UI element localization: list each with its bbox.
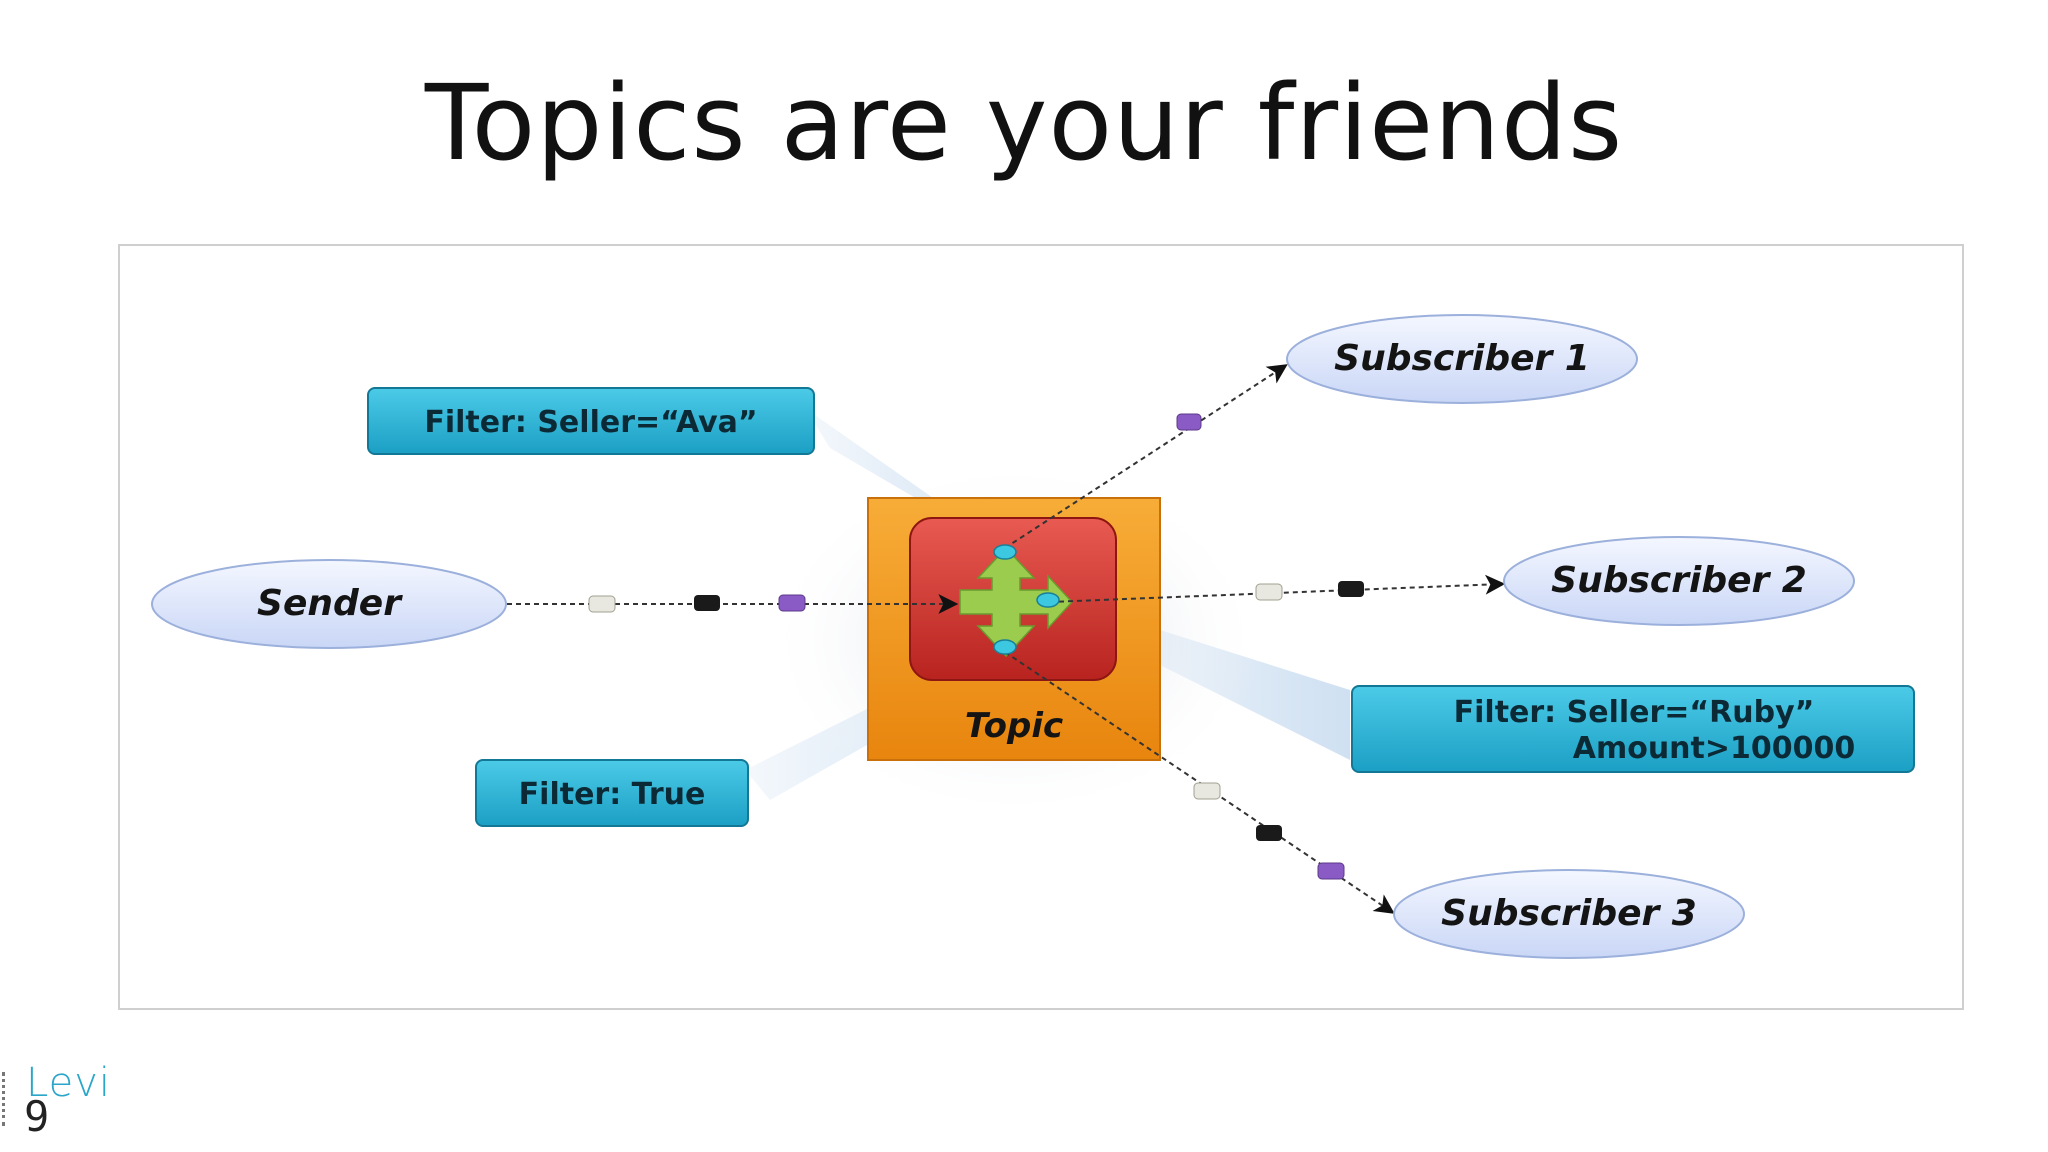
sender-ellipse — [151, 559, 507, 649]
logo-levi-text: Levi — [26, 1060, 111, 1106]
filter-ruby-line2: Amount>100000 — [1573, 731, 1856, 766]
topic-connector-bottom — [993, 639, 1017, 655]
subscriber-3-label: Subscriber 3 — [1441, 893, 1697, 934]
sender-node[interactable]: Sender — [151, 559, 507, 649]
subscriber-ellipse — [1286, 314, 1638, 404]
message-purple — [1176, 413, 1202, 431]
logo-number-text: 9 — [24, 1092, 50, 1141]
filter-ruby-box[interactable]: Filter: Seller=“Ruby” Amount>100000 — [1351, 685, 1915, 773]
filter-rect — [1351, 685, 1915, 773]
subscriber-ellipse — [1393, 869, 1745, 959]
topic-cross-arrow-icon — [959, 546, 1074, 658]
message-white — [1255, 583, 1283, 601]
filter-ava-box[interactable]: Filter: Seller=“Ava” — [367, 387, 815, 455]
message-purple — [778, 594, 806, 612]
message-white — [588, 595, 616, 613]
topic-connector-right — [1036, 592, 1060, 608]
filter-true-box[interactable]: Filter: True — [475, 759, 749, 827]
topic-to-subscriber1-line — [1004, 364, 1288, 549]
filter-true-label: Filter: True — [519, 777, 706, 812]
filter-ruby-line1: Filter: Seller=“Ruby” — [1454, 695, 1815, 730]
slide-title: Topics are your friends — [424, 62, 1624, 184]
subscriber-2-node[interactable]: Subscriber 2 — [1503, 536, 1855, 626]
message-purple — [1317, 862, 1345, 880]
message-white — [1193, 782, 1221, 800]
subscriber-3-node[interactable]: Subscriber 3 — [1393, 869, 1745, 959]
subscriber-2-label: Subscriber 2 — [1551, 560, 1807, 601]
sender-label: Sender — [257, 583, 403, 624]
subscriber-ellipse — [1503, 536, 1855, 626]
message-black — [1338, 581, 1364, 597]
topic-node[interactable]: Topic — [867, 497, 1161, 761]
filter-rect — [475, 759, 749, 827]
filter-rect — [367, 387, 815, 455]
logo-side-bar — [2, 1072, 19, 1126]
filter-ava-label: Filter: Seller=“Ava” — [424, 405, 757, 440]
topic-label: Topic — [965, 706, 1063, 746]
subscriber-1-node[interactable]: Subscriber 1 — [1286, 314, 1638, 404]
levi9-logo: Levi 9 — [0, 1060, 111, 1141]
message-black — [694, 595, 720, 611]
subscriber-1-label: Subscriber 1 — [1334, 338, 1590, 379]
topic-connector-top — [993, 544, 1017, 560]
message-black — [1256, 825, 1282, 841]
